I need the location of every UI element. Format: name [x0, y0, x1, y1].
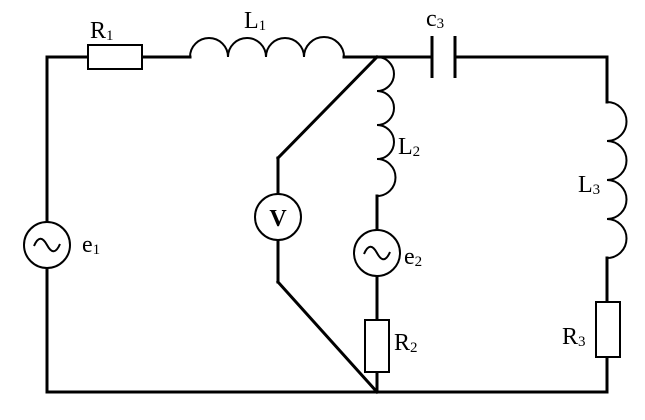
ac-source-icon: e2	[353, 229, 422, 277]
svg-text:R2: R2	[394, 330, 418, 356]
svg-text:R3: R3	[562, 324, 586, 350]
voltmeter-icon: V	[254, 193, 302, 241]
inductor-l3: L3	[578, 101, 628, 259]
inductor-l2: L2	[376, 56, 420, 197]
capacitor-c3: c3	[426, 6, 457, 78]
resistor-r2: R2	[364, 319, 418, 373]
svg-text:e1: e1	[82, 232, 100, 258]
svg-text:c3: c3	[426, 6, 444, 32]
svg-text:L3: L3	[578, 172, 600, 198]
inductor-l1: L1	[189, 8, 345, 58]
svg-text:R1: R1	[90, 18, 114, 44]
resistor-r3: R3	[562, 301, 621, 358]
svg-text:L2: L2	[398, 134, 420, 160]
resistor-r1: R1	[87, 18, 143, 70]
ac-source-icon: e1	[23, 221, 100, 269]
svg-text:V: V	[269, 206, 287, 232]
svg-text:L1: L1	[244, 8, 266, 34]
svg-text:e2: e2	[404, 244, 422, 270]
wires	[45, 54, 609, 395]
